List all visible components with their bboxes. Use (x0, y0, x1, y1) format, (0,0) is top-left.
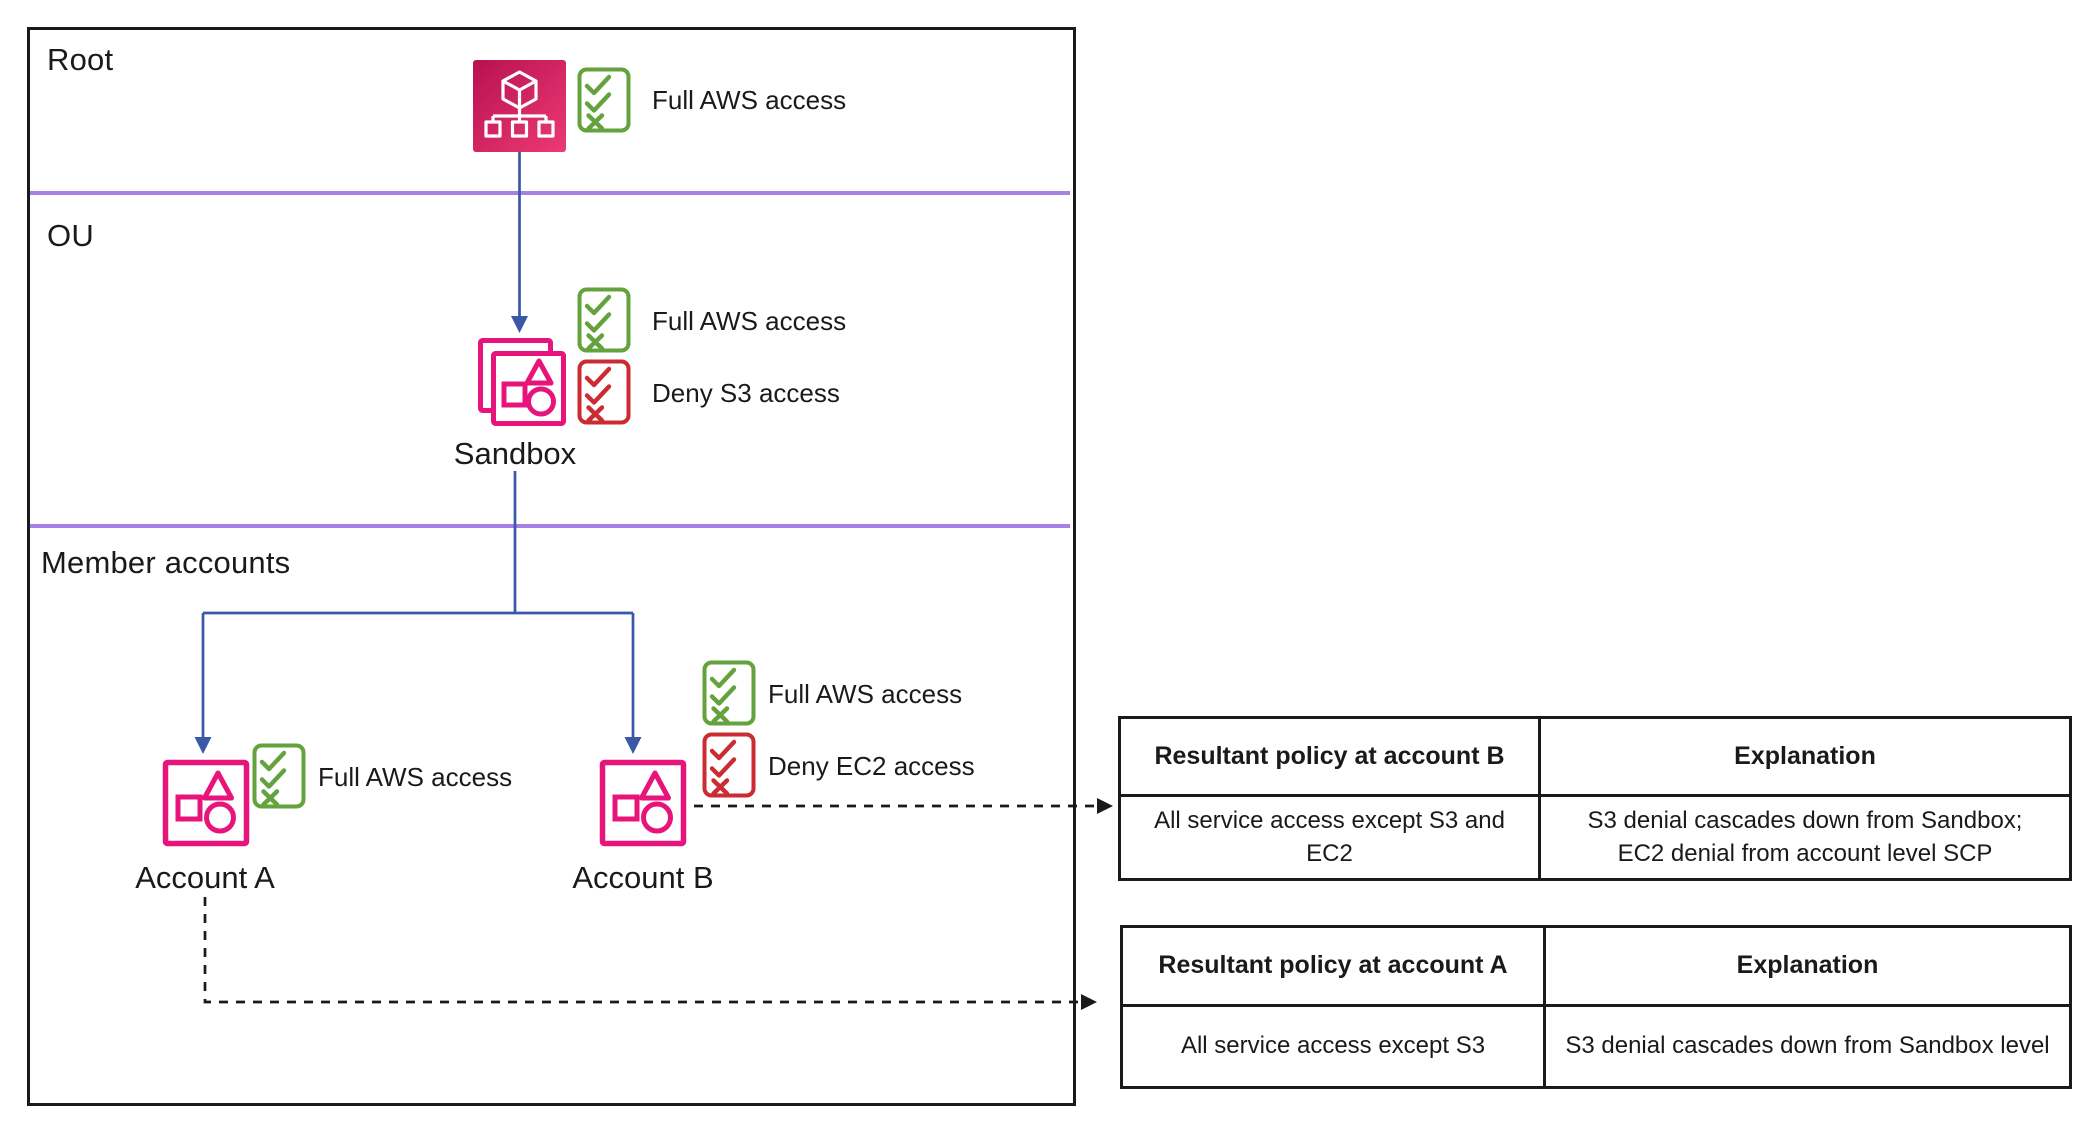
checklist-deny-icon (577, 359, 631, 425)
account-b-allow-policy (702, 660, 756, 726)
account-b-label: Account B (572, 860, 714, 895)
root-ou-divider-line (30, 191, 1070, 195)
checklist-allow-icon (577, 67, 631, 133)
account-b-deny-policy-label: Deny EC2 access (768, 751, 975, 781)
root-allow-policy-label: Full AWS access (652, 85, 847, 115)
checklist-deny-icon (702, 732, 756, 798)
table-b-header-explanation: Explanation (1541, 719, 2069, 797)
account-a-to-table-arrowhead (1081, 994, 1097, 1010)
root-allow-policy (577, 67, 631, 133)
account-a-allow-policy (252, 743, 306, 809)
checklist-allow-icon (577, 287, 631, 353)
ou-lane-label: OU (47, 218, 94, 253)
organization-boundary-box (27, 27, 1076, 1106)
account-b-deny-policy (702, 732, 756, 798)
account-b-to-table-arrowhead (1097, 798, 1113, 814)
organizational-unit-icon (470, 333, 567, 428)
account-a-allow-policy-label: Full AWS access (318, 762, 513, 792)
account-a-label: Account A (135, 860, 275, 895)
checklist-allow-icon (252, 743, 306, 809)
account-a-policy-table: Resultant policy at account A Explanatio… (1120, 925, 2072, 1089)
sandbox-allow-policy-label: Full AWS access (652, 306, 847, 336)
aws-organizations-icon (473, 60, 566, 152)
aws-account-icon (598, 758, 688, 848)
table-a-header-explanation: Explanation (1546, 928, 2069, 1007)
root-lane-label: Root (47, 42, 114, 77)
table-b-cell-policy: All service access except S3 and EC2 (1121, 797, 1541, 878)
sandbox-allow-policy (577, 287, 631, 353)
checklist-allow-icon (702, 660, 756, 726)
table-a-cell-explanation: S3 denial cascades down from Sandbox lev… (1565, 1032, 2050, 1060)
table-b-header-policy: Resultant policy at account B (1121, 719, 1541, 797)
account-b-allow-policy-label: Full AWS access (768, 679, 963, 709)
table-b-cell-explanation: S3 denial cascades down from Sandbox; EC… (1587, 807, 2023, 867)
member-accounts-lane-label: Member accounts (41, 545, 291, 580)
table-a-cell-policy: All service access except S3 (1123, 1007, 1546, 1086)
sandbox-deny-policy-label: Deny S3 access (652, 378, 840, 408)
sandbox-ou-label: Sandbox (453, 436, 577, 471)
aws-account-icon (161, 758, 251, 848)
ou-member-divider-line (30, 524, 1070, 528)
sandbox-deny-policy (577, 359, 631, 425)
table-a-header-policy: Resultant policy at account A (1123, 928, 1546, 1007)
account-b-policy-table: Resultant policy at account B Explanatio… (1118, 716, 2072, 881)
